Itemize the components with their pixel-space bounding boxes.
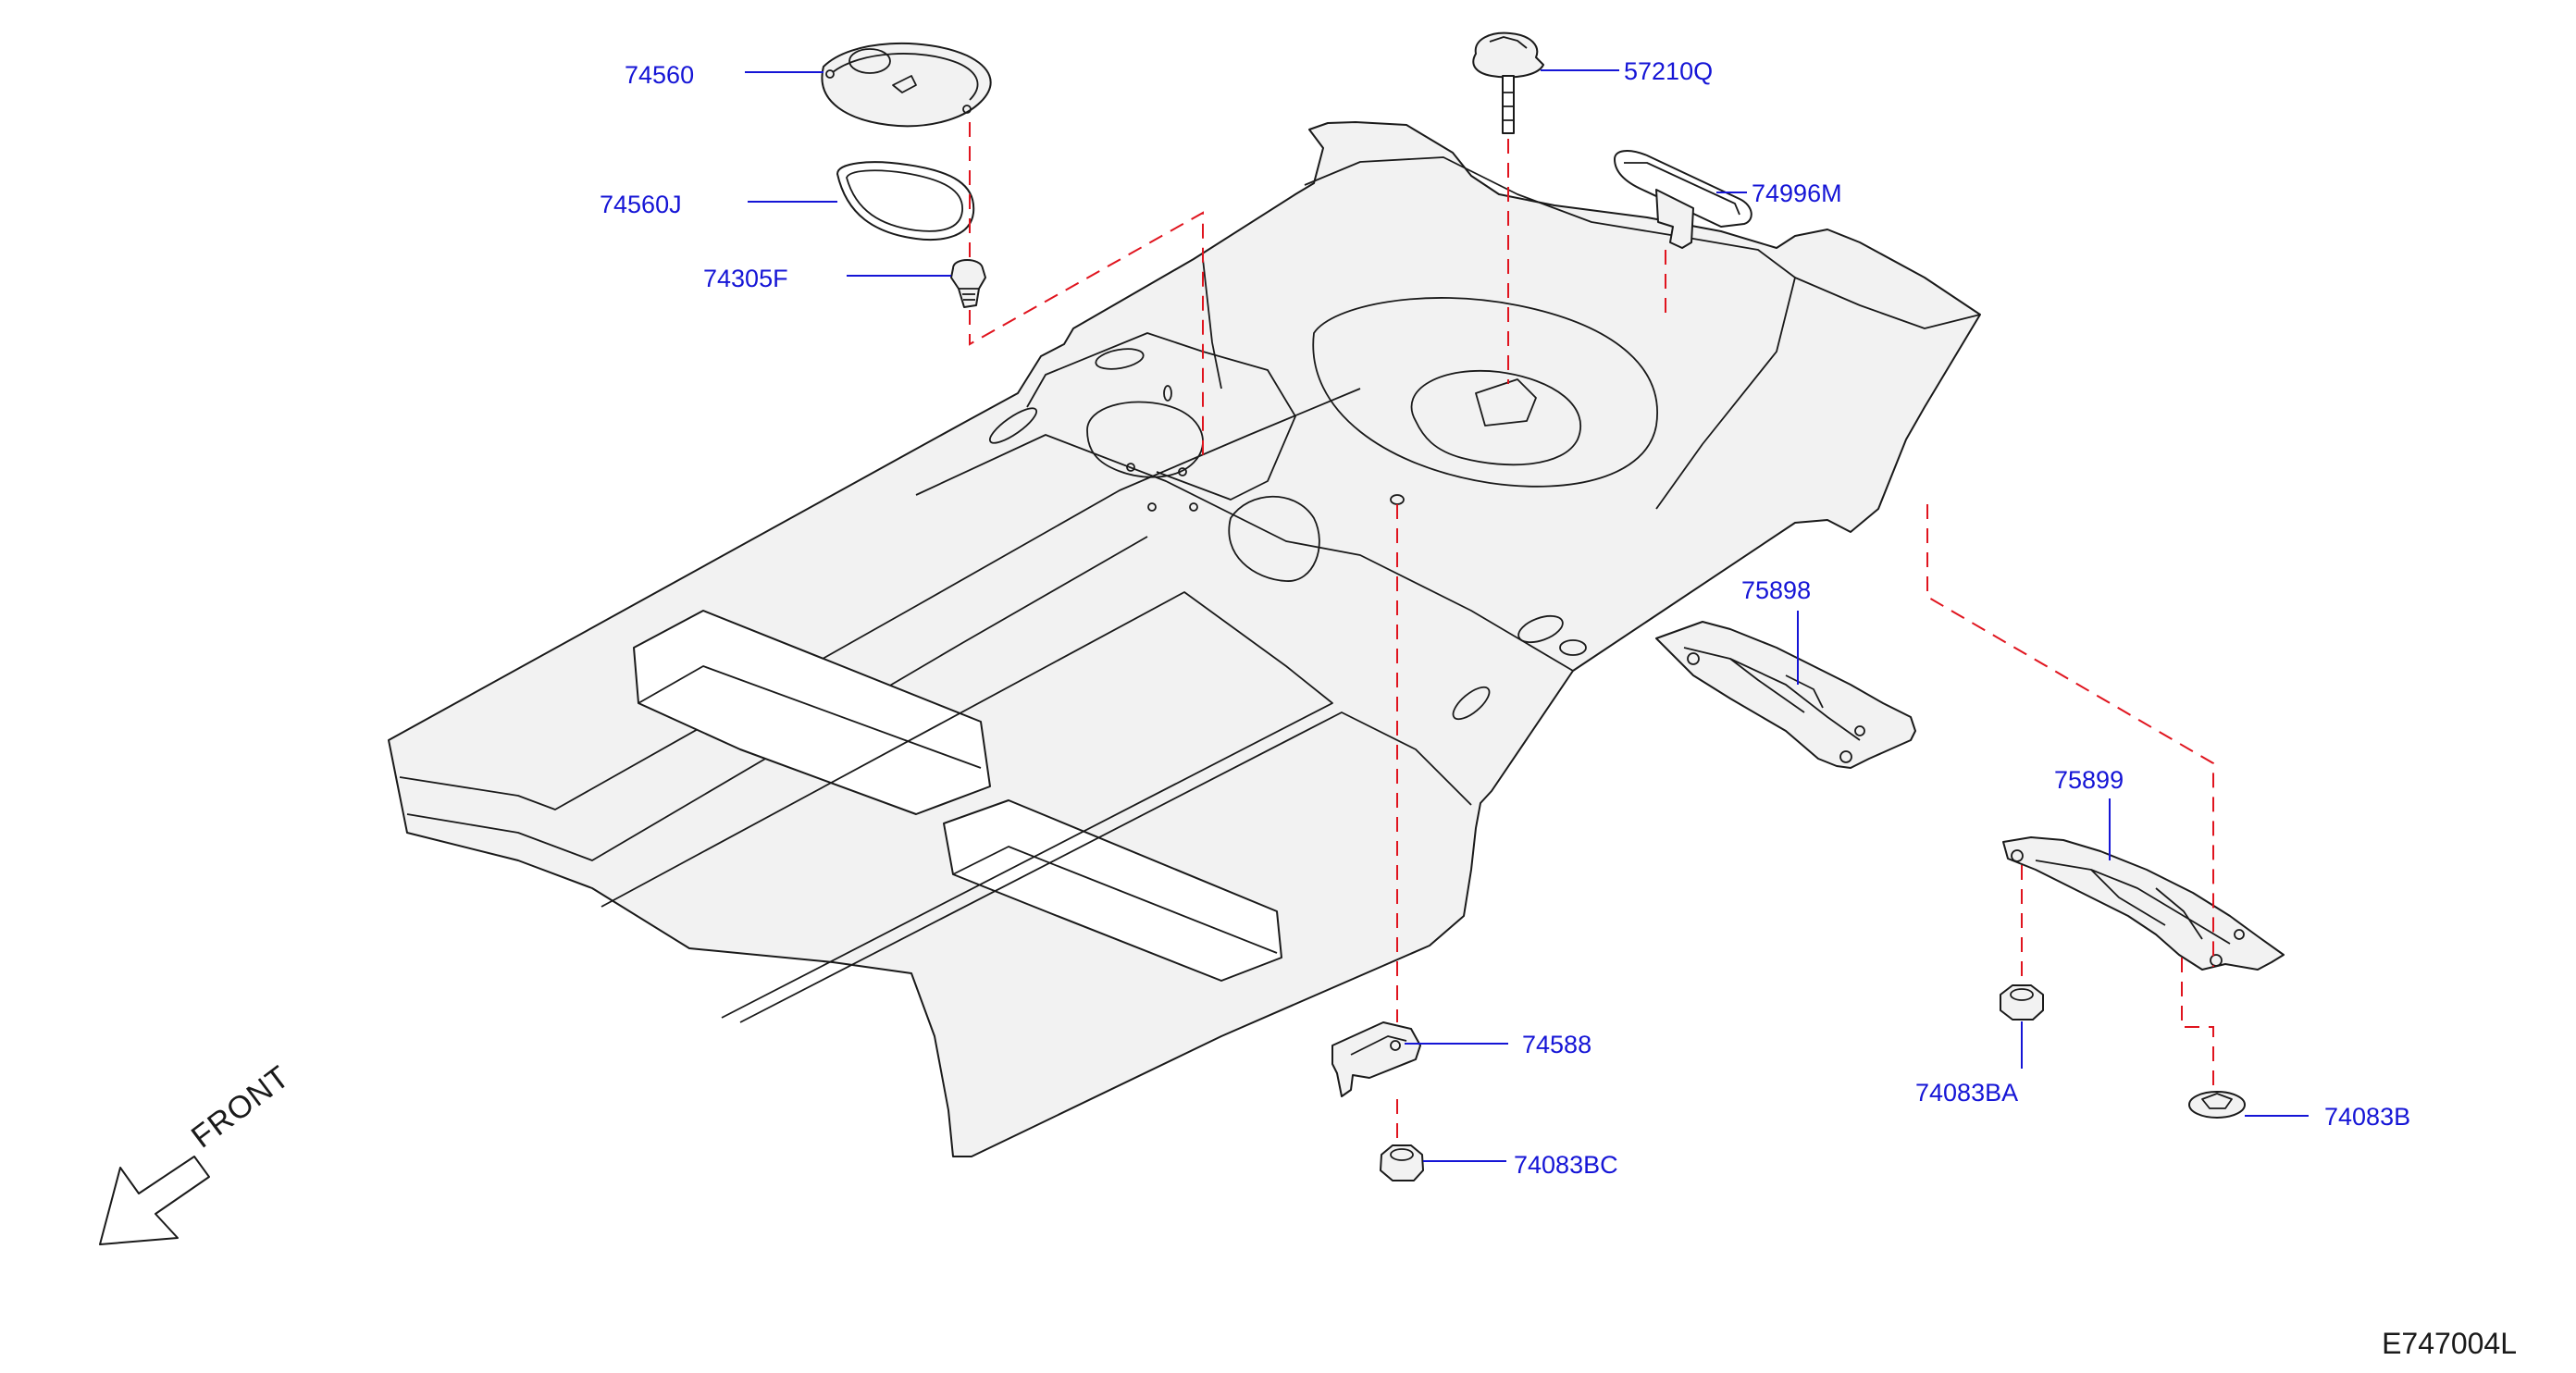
part-74083BC-nut-shape — [1380, 1144, 1424, 1181]
center-tunnel-lower — [739, 711, 1472, 1023]
label-74560[interactable]: 74560 — [625, 61, 695, 89]
label-75899[interactable]: 75899 — [2054, 766, 2124, 794]
cross-member-rear-edge — [952, 846, 1278, 954]
label-75898[interactable]: 75898 — [1741, 576, 1812, 604]
seat-pan-hole-1 — [1126, 463, 1135, 472]
part-74083B-clip-shape — [2188, 1091, 2246, 1119]
label-74560J[interactable]: 74560J — [600, 191, 682, 218]
floor-slot-2 — [988, 407, 1038, 444]
heel-kick — [915, 434, 1574, 672]
label-74305F[interactable]: 74305F — [703, 265, 788, 292]
floor-oval-depression — [1228, 495, 1320, 582]
seat-pan-hole-2 — [1178, 467, 1187, 476]
reference-lines — [969, 122, 2214, 1147]
floor-slot-1 — [1095, 348, 1145, 370]
label-74083BA[interactable]: 74083BA — [1915, 1079, 2019, 1107]
part-74560J-ring-shape — [836, 161, 975, 241]
spare-tire-bracket — [1475, 378, 1537, 427]
cross-member-rear — [943, 799, 1282, 982]
floor-slot-4 — [1452, 686, 1491, 721]
seat-pan-bump — [1086, 401, 1204, 478]
floor-hole-2 — [1163, 385, 1172, 402]
cross-member-front-edge — [638, 665, 982, 769]
part-57210Q-bolt-shape — [1472, 31, 1544, 134]
part-74588-bracket-shape — [1331, 1021, 1421, 1097]
label-74083BC[interactable]: 74083BC — [1514, 1151, 1618, 1179]
rear-ridge — [1304, 156, 1796, 510]
seat-pan — [1026, 332, 1296, 501]
leader-lines — [745, 69, 2309, 1162]
floor-front-step — [406, 536, 1148, 861]
rear-floor-panel — [388, 121, 1981, 1157]
part-75899-cover-shape — [2002, 836, 2285, 971]
front-arrow-icon — [99, 1156, 210, 1245]
floor-slot-5 — [1559, 639, 1587, 656]
part-74305F-clip-shape — [950, 259, 986, 308]
part-75898-cover-shape — [1655, 621, 1916, 769]
seat-pan-hole-3 — [1189, 502, 1198, 512]
spare-tire-well-inner — [1410, 370, 1582, 466]
floor-front-edge — [399, 388, 1361, 810]
part-74083BA-nut-shape — [2000, 984, 2044, 1020]
label-74588[interactable]: 74588 — [1522, 1031, 1592, 1058]
part-74560-cover-shape — [821, 42, 992, 128]
floor-slot-3 — [1517, 614, 1564, 644]
rear-sill — [1794, 277, 1981, 329]
label-74083B[interactable]: 74083B — [2324, 1103, 2411, 1131]
seat-pan-hole-4 — [1147, 502, 1157, 512]
label-74996M[interactable]: 74996M — [1752, 179, 1842, 207]
diagram-code: E747004L — [2382, 1327, 2517, 1360]
part-74996M-strap-shape — [1614, 150, 1752, 249]
label-57210Q[interactable]: 57210Q — [1624, 57, 1714, 85]
center-tunnel — [601, 591, 1333, 1019]
cross-member-front — [633, 610, 991, 815]
rear-side-wall — [1202, 258, 1222, 390]
spare-tire-well-outer — [1312, 297, 1658, 488]
